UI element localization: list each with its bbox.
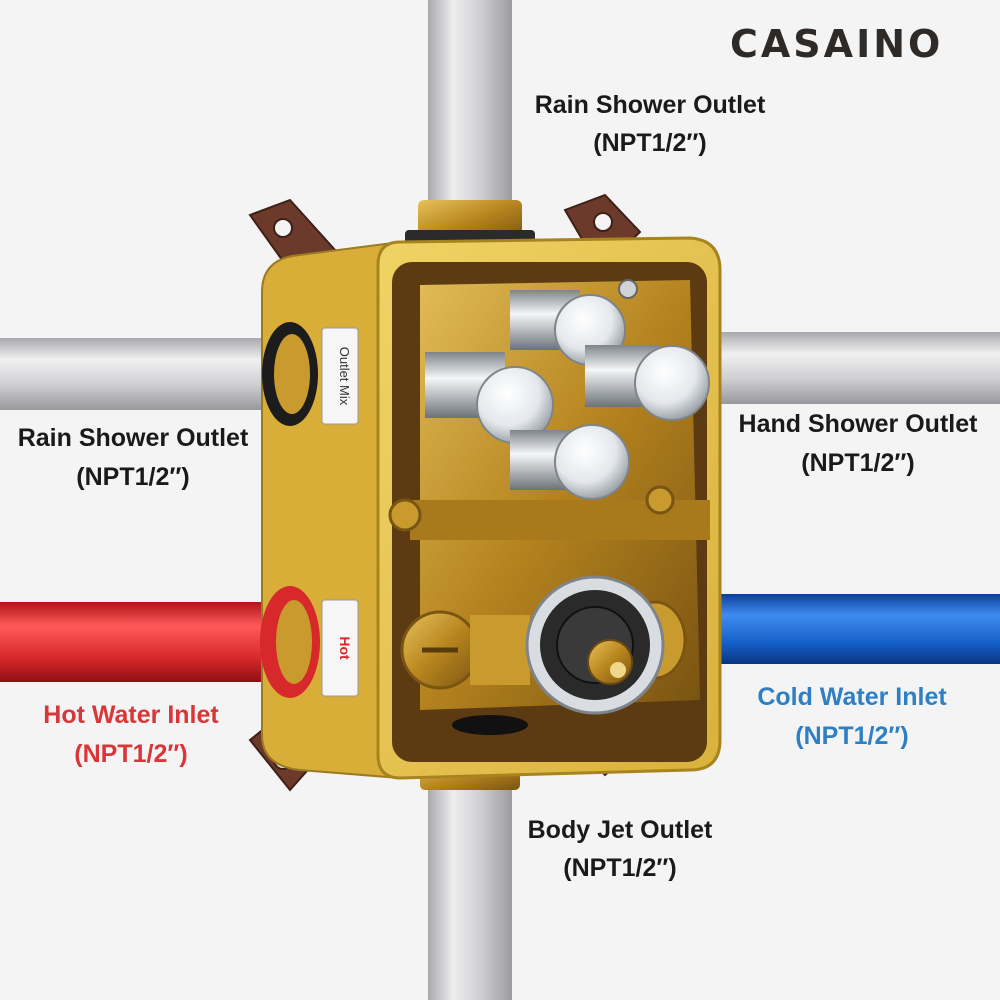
left-pipe (0, 338, 280, 410)
outlet-mix-sticker (321, 327, 359, 425)
thermostatic-cartridge (525, 575, 665, 715)
outlet-mix-text: Outlet Mix (337, 347, 352, 406)
screw (618, 279, 638, 299)
label-hot: Hot Water Inlet (NPT1/2″) (43, 701, 219, 768)
label-left-spec: (NPT1/2″) (76, 463, 189, 491)
diverter-buttons (425, 290, 710, 500)
label-right-spec: (NPT1/2″) (801, 449, 914, 477)
cold-water-pipe (712, 594, 1000, 664)
left-outlet-fitting (262, 322, 318, 426)
hot-water-pipe (0, 602, 288, 682)
gasket (452, 715, 528, 735)
brand-logo: CASAINO (730, 22, 944, 66)
label-bottom-spec: (NPT1/2″) (563, 854, 676, 882)
right-pipe (715, 332, 1000, 404)
label-left: Rain Shower Outlet (NPT1/2″) (18, 424, 249, 491)
label-top: Rain Shower Outlet (NPT1/2″) (535, 91, 766, 157)
label-top-title: Rain Shower Outlet (535, 91, 766, 119)
hot-inlet-fitting (260, 586, 320, 698)
label-bottom: Body Jet Outlet (NPT1/2″) (528, 816, 713, 882)
label-right-title: Hand Shower Outlet (739, 410, 979, 438)
label-hot-title: Hot Water Inlet (43, 701, 219, 729)
label-top-spec: (NPT1/2″) (593, 129, 706, 157)
label-right: Hand Shower Outlet (NPT1/2″) (739, 410, 979, 477)
bottom-pipe (428, 775, 512, 1000)
label-cold-spec: (NPT1/2″) (795, 722, 908, 750)
label-cold: Cold Water Inlet (NPT1/2″) (757, 683, 947, 750)
label-bottom-title: Body Jet Outlet (528, 816, 713, 844)
label-left-title: Rain Shower Outlet (18, 424, 249, 452)
label-cold-title: Cold Water Inlet (757, 683, 947, 711)
label-hot-spec: (NPT1/2″) (74, 740, 187, 768)
hot-sticker-text: Hot (337, 636, 353, 660)
hot-sticker (321, 599, 359, 697)
